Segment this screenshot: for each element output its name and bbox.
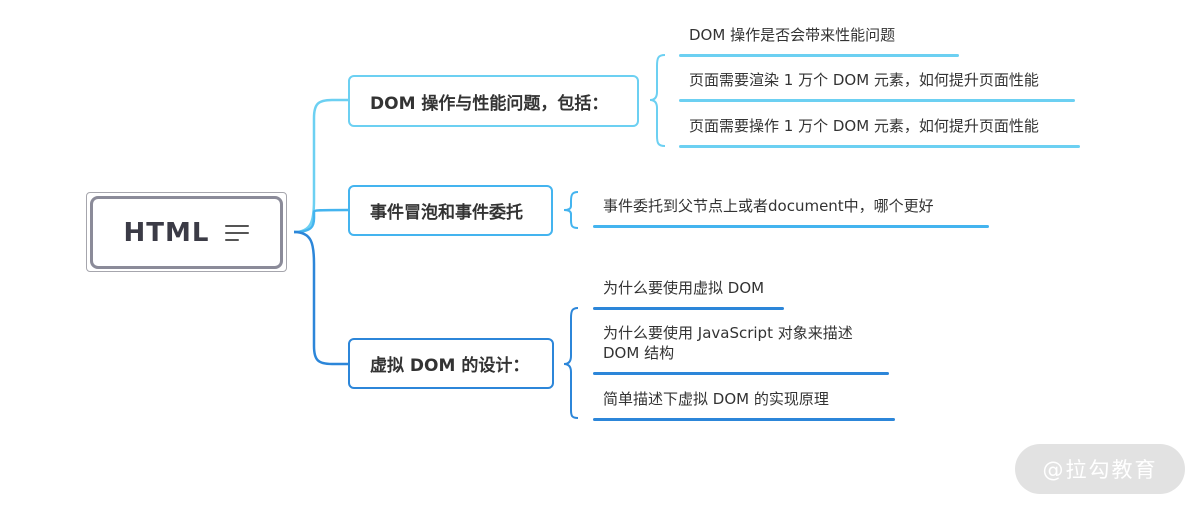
connector-root-branch-3: [293, 230, 348, 366]
leaf-node[interactable]: DOM 操作是否会带来性能问题: [679, 25, 961, 57]
leaf-node[interactable]: 为什么要使用虚拟 DOM: [593, 278, 786, 310]
leaf-underline: [593, 418, 895, 421]
leaf-node[interactable]: 为什么要使用 JavaScript 对象来描述 DOM 结构: [593, 323, 891, 375]
leaf-label: DOM 操作是否会带来性能问题: [689, 26, 896, 44]
leaf-node[interactable]: 页面需要操作 1 万个 DOM 元素，如何提升页面性能: [679, 116, 1082, 148]
branch-label: 事件冒泡和事件委托: [370, 203, 523, 223]
branch-label: DOM 操作与性能问题，包括：: [370, 93, 609, 114]
leaf-underline: [593, 307, 784, 310]
brace-branch-3: [563, 307, 579, 419]
connector-root-branch-2: [293, 208, 349, 234]
brace-branch-2: [563, 191, 579, 229]
root-label: HTML: [123, 217, 210, 248]
leaf-label: 页面需要渲染 1 万个 DOM 元素，如何提升页面性能: [689, 71, 1039, 89]
branch-node-event-bubbling[interactable]: 事件冒泡和事件委托: [348, 185, 553, 236]
root-node[interactable]: HTML: [90, 196, 283, 269]
leaf-label: 简单描述下虚拟 DOM 的实现原理: [603, 390, 829, 408]
leaf-node[interactable]: 页面需要渲染 1 万个 DOM 元素，如何提升页面性能: [679, 70, 1077, 102]
leaf-label: 事件委托到父节点上或者document中，哪个更好: [603, 197, 934, 215]
leaf-underline: [679, 99, 1075, 102]
leaf-node[interactable]: 简单描述下虚拟 DOM 的实现原理: [593, 389, 897, 421]
leaf-underline: [593, 372, 889, 375]
branch-label: 虚拟 DOM 的设计：: [370, 356, 530, 376]
branch-node-virtual-dom[interactable]: 虚拟 DOM 的设计：: [348, 338, 554, 389]
leaf-node[interactable]: 事件委托到父节点上或者document中，哪个更好: [593, 196, 991, 228]
connector-root-branch-1: [293, 98, 348, 234]
notes-lines-icon[interactable]: [225, 224, 250, 241]
branch-node-dom-performance[interactable]: DOM 操作与性能问题，包括：: [348, 75, 639, 127]
leaf-label: 为什么要使用 JavaScript 对象来描述 DOM 结构: [603, 324, 853, 362]
leaf-underline: [679, 54, 959, 57]
root-selection-frame: [86, 192, 287, 272]
leaf-label: 为什么要使用虚拟 DOM: [603, 279, 765, 297]
leaf-label: 页面需要操作 1 万个 DOM 元素，如何提升页面性能: [689, 117, 1039, 135]
watermark: @拉勾教育: [1015, 444, 1185, 494]
brace-branch-1: [649, 54, 666, 147]
leaf-underline: [593, 225, 989, 228]
leaf-underline: [679, 145, 1080, 148]
